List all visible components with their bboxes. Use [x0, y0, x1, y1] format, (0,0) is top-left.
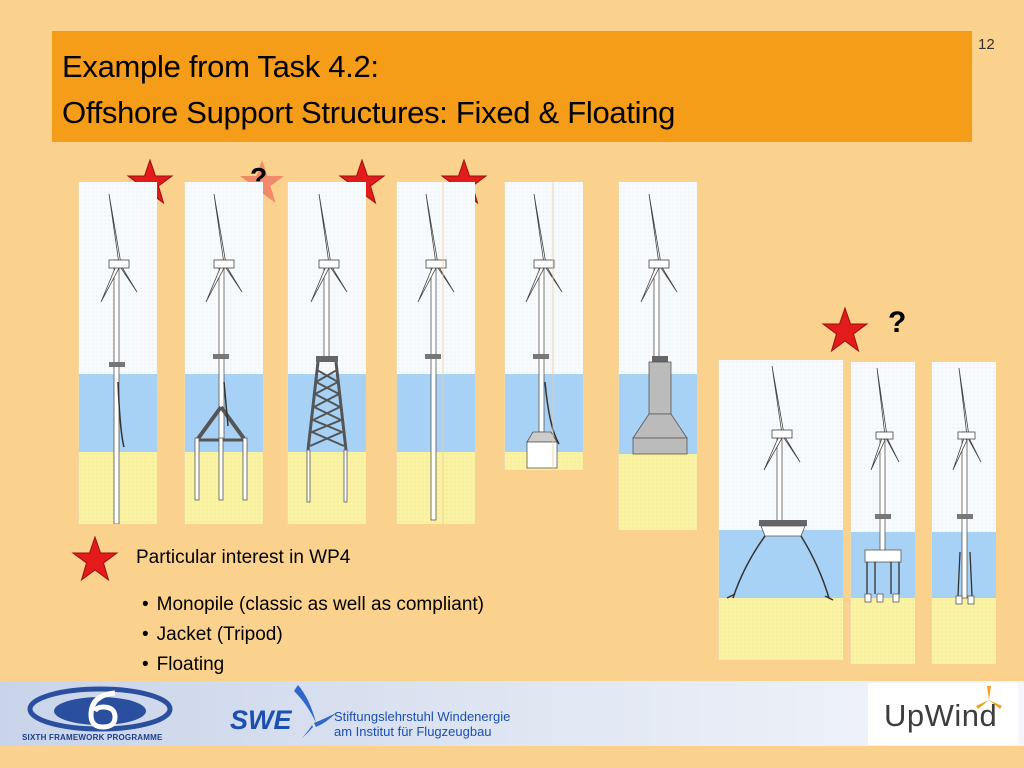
fp6-label: SIXTH FRAMEWORK PROGRAMME: [22, 733, 163, 742]
panel-floating-spar: [931, 362, 996, 664]
title-line-1: Example from Task 4.2:: [62, 49, 379, 84]
legend-text: Particular interest in WP4: [136, 547, 351, 568]
fp6-logo-icon: [27, 686, 173, 732]
bullet-item: Floating: [142, 650, 484, 680]
slide-number: 12: [978, 36, 995, 53]
bullet-list: Monopile (classic as well as compliant) …: [142, 590, 484, 680]
footer-stripe: [0, 746, 1024, 768]
panel-jacket: [287, 182, 366, 524]
title-bar: Example from Task 4.2: Offshore Support …: [52, 31, 972, 142]
panel-monopile: [78, 182, 157, 524]
bullet-item: Jacket (Tripod): [142, 620, 484, 650]
upwind-label: UpWind: [884, 698, 998, 733]
panel-gravity-base: [618, 182, 697, 530]
upwind-logo-box: [868, 683, 1018, 745]
wind-turbine-icon: [976, 686, 1002, 709]
panel-floating-spar-buoy: [718, 360, 843, 660]
swe-wind-logo-icon: [294, 685, 336, 738]
star-icon: [821, 307, 869, 353]
panel-tripod: [184, 182, 263, 524]
panel-compliant-monopile: [396, 182, 475, 524]
star-faded-icon: [240, 160, 284, 203]
swe-abbrev: SWE: [230, 705, 292, 735]
swe-line-2: am Institut für Flugzeugbau: [334, 724, 492, 739]
question-mark-2: ?: [888, 306, 907, 339]
swe-line-1: Stiftungslehrstuhl Windenergie: [334, 709, 511, 724]
title-line-2: Offshore Support Structures: Fixed & Flo…: [62, 95, 676, 130]
bullet-item: Monopile (classic as well as compliant): [142, 590, 484, 620]
star-icon: [71, 536, 119, 582]
panel-floating-tension-leg: [850, 362, 915, 664]
panel-suction-bucket: [504, 182, 583, 470]
